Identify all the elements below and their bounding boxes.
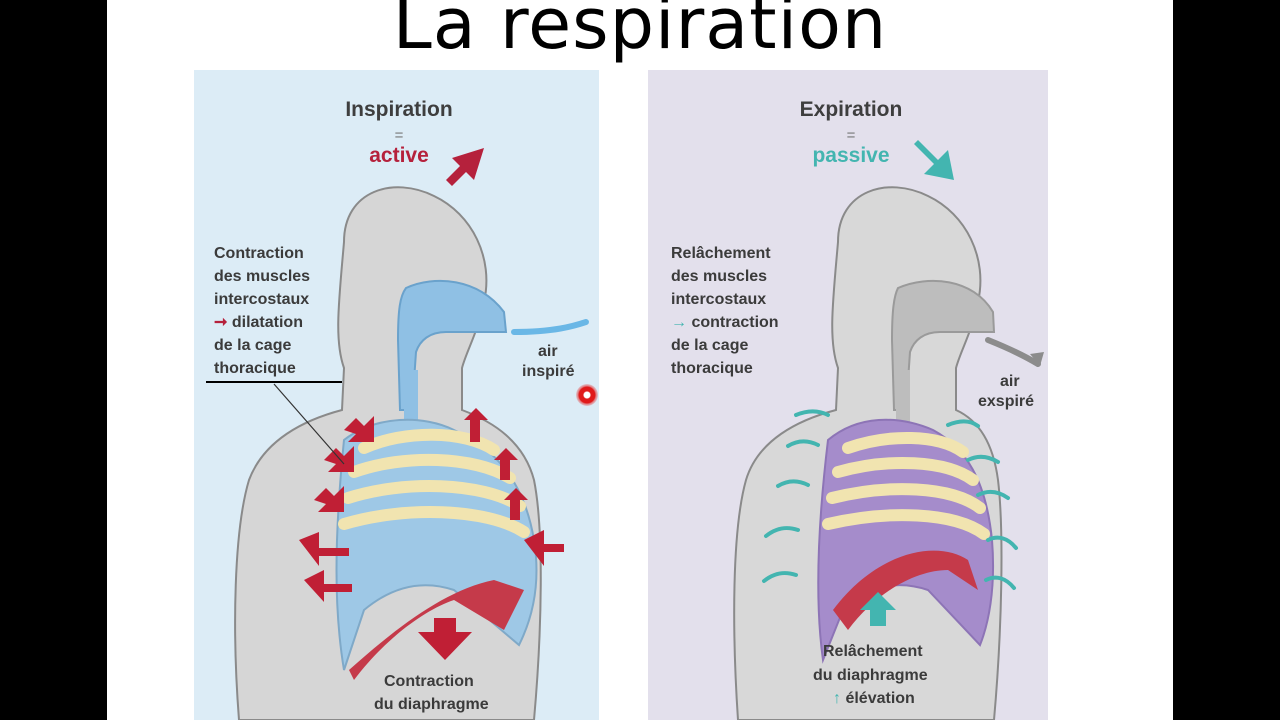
elevation-up-arrow: [860, 592, 896, 626]
muscles-line-1: Relâchement: [671, 245, 771, 262]
diaphragm-line-1: Relâchement: [823, 643, 923, 660]
inspiration-mode: active: [369, 144, 429, 167]
air-line-1: air: [538, 343, 558, 360]
expiration-panel: Expiration = passive Relâchement des mus…: [648, 70, 1048, 720]
slide-title: La respiration: [392, 0, 888, 65]
effect-arrow: ➞: [214, 314, 228, 331]
cage-line-1: de la cage: [214, 337, 292, 354]
contraction-arrows: [762, 409, 1018, 590]
diaphragm: [833, 550, 978, 630]
passive-down-arrow: [914, 140, 954, 180]
rib-cage: [338, 428, 530, 538]
lung-shape: [817, 418, 995, 664]
air-hotspot-marker[interactable]: [576, 384, 598, 406]
nasal-cavity: [890, 279, 996, 411]
cage-line-2: thoracique: [671, 360, 753, 377]
active-up-arrow: [446, 148, 484, 186]
muscles-line-1: Contraction: [214, 245, 304, 262]
diaphragm-line-2: du diaphragme: [813, 667, 928, 684]
muscles-line-3: intercostaux: [671, 291, 767, 308]
diaphragm: [349, 580, 524, 680]
expansion-arrows: [299, 408, 564, 602]
inspiration-panel: Inspiration = active Contraction des mus…: [194, 70, 599, 720]
intake-air-stream: [511, 319, 589, 335]
slide: La respiration: [107, 0, 1173, 720]
rib-cage: [822, 432, 990, 540]
diaphragm-line-2: du diaphragme: [374, 696, 489, 713]
air-line-1: air: [1000, 373, 1020, 390]
expiration-equals: =: [846, 127, 856, 144]
diaphragm-down-arrow: [418, 618, 472, 660]
elevation-word: élévation: [845, 690, 915, 707]
leader-line: [273, 383, 345, 465]
expiration-mode: passive: [812, 144, 890, 167]
effect-word: dilatation: [231, 314, 303, 331]
cage-line-2: thoracique: [214, 360, 296, 377]
effect-word: contraction: [691, 314, 779, 331]
muscles-line-2: des muscles: [671, 268, 768, 285]
diaphragm-line-1: Contraction: [384, 673, 474, 690]
inspiration-equals: =: [394, 127, 404, 144]
elevation-arrow: ↑: [833, 690, 841, 707]
effect-arrow: →: [671, 314, 687, 331]
inspiration-illustration: [206, 148, 589, 720]
muscles-line-3: intercostaux: [214, 291, 310, 308]
inspiration-title: Inspiration: [345, 98, 453, 121]
air-line-2: inspiré: [522, 363, 575, 380]
nasal-cavity: [396, 279, 508, 411]
air-line-2: exspiré: [978, 393, 1035, 410]
cage-line-1: de la cage: [671, 337, 749, 354]
muscles-line-2: des muscles: [214, 268, 311, 285]
expiration-illustration: [733, 140, 1044, 720]
expiration-title: Expiration: [799, 98, 903, 121]
exhaled-air-arrow: [985, 337, 1041, 367]
